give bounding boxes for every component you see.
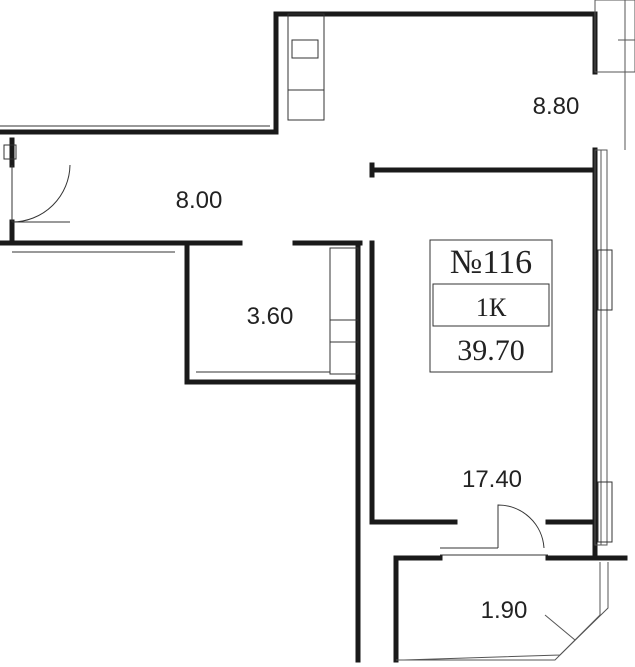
room-labels: 8.80 8.00 3.60 17.40 1.90	[176, 93, 580, 624]
room-kitchen-area: 8.80	[533, 93, 580, 120]
kitchen-cabinet	[287, 13, 325, 121]
windows	[594, 0, 635, 546]
apartment-badge: №116 1К 39.70	[429, 239, 553, 373]
room-balcony-area: 1.90	[481, 597, 528, 624]
balcony-door	[440, 504, 548, 556]
room-hallway-area: 8.00	[176, 187, 223, 214]
room-bathroom-area: 3.60	[247, 303, 294, 330]
bathroom-fixtures	[329, 247, 359, 375]
apartment-number: №116	[450, 244, 532, 281]
walls	[0, 11, 628, 663]
room-living-area: 17.40	[462, 466, 522, 493]
apartment-total-area: 39.70	[457, 334, 525, 367]
apartment-type: 1К	[476, 293, 507, 322]
entrance-door	[3, 144, 71, 223]
balcony-glazing	[396, 562, 609, 661]
